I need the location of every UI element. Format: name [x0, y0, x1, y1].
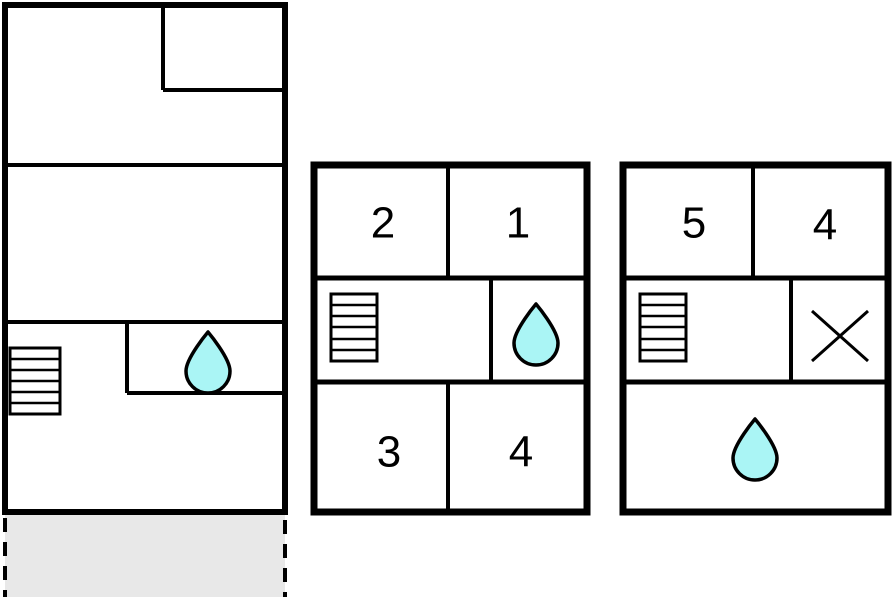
room-number-3: 3 — [377, 428, 401, 477]
water-drop-icon — [731, 417, 779, 482]
plan-right: 5 4 — [619, 161, 892, 516]
water-drop-icon — [512, 302, 560, 367]
stairs-icon — [329, 292, 379, 363]
stairs-icon — [638, 292, 688, 363]
room-number-4: 4 — [509, 428, 533, 477]
room-number-2: 2 — [371, 199, 395, 248]
stairs-icon — [8, 346, 62, 416]
cross-mark-icon — [811, 309, 869, 363]
plan-left — [2, 2, 288, 597]
plan-middle: 2 1 3 4 — [310, 161, 591, 516]
terrace-shaded-area — [3, 510, 287, 597]
room-number-1: 1 — [506, 199, 530, 248]
plan-left-outline — [2, 2, 288, 515]
room-number-4: 4 — [813, 201, 837, 250]
water-drop-icon — [184, 330, 232, 395]
room-number-5: 5 — [682, 199, 706, 248]
